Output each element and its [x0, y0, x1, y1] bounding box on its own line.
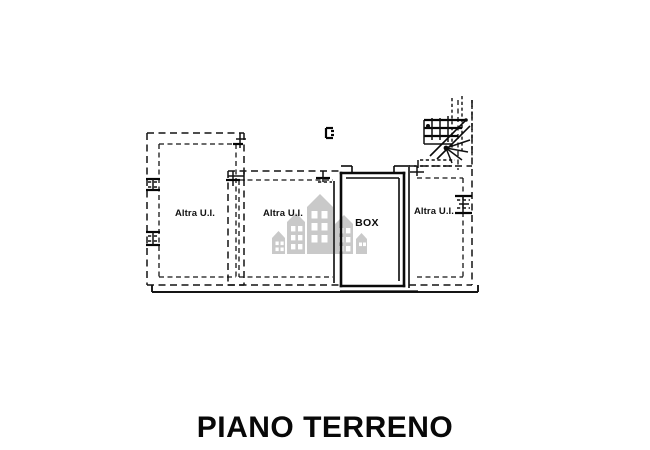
- unit-left-altra-ui: Altra U.I.: [146, 132, 246, 286]
- watermark-logo: [272, 194, 367, 254]
- unit-center-altra-ui: Altra U.I.: [226, 170, 339, 286]
- watermark-house-medium-left: [287, 213, 305, 254]
- left-wall-opening-upper: [146, 177, 160, 192]
- right-wall-opening: [455, 194, 472, 215]
- unit-label-center: Altra U.I.: [263, 208, 303, 219]
- right-unit-top-jamb: [410, 166, 424, 176]
- unit-box-garage: BOX: [339, 165, 410, 288]
- center-unit-right-jamb: [316, 171, 332, 183]
- left-unit-corner-detail: [233, 133, 246, 148]
- watermark-house-tall-center: [307, 194, 333, 254]
- center-unit-corner-detail: [226, 171, 245, 186]
- unit-right-altra-ui: Altra U.I.: [408, 100, 473, 288]
- left-wall-opening-lower: [146, 230, 160, 247]
- watermark-house-small-left: [272, 231, 285, 254]
- unit-label-box: BOX: [355, 217, 379, 229]
- watermark-house-small-right: [356, 233, 367, 254]
- unit-label-left: Altra U.I.: [175, 208, 215, 219]
- small-square-marker-icon: [324, 126, 334, 140]
- stair-detail-cluster-icon: [414, 96, 473, 168]
- page-title: PIANO TERRENO: [197, 411, 454, 444]
- watermark-house-medium-right: [335, 215, 353, 254]
- building-perimeter: [151, 285, 479, 293]
- unit-label-right: Altra U.I.: [414, 206, 454, 217]
